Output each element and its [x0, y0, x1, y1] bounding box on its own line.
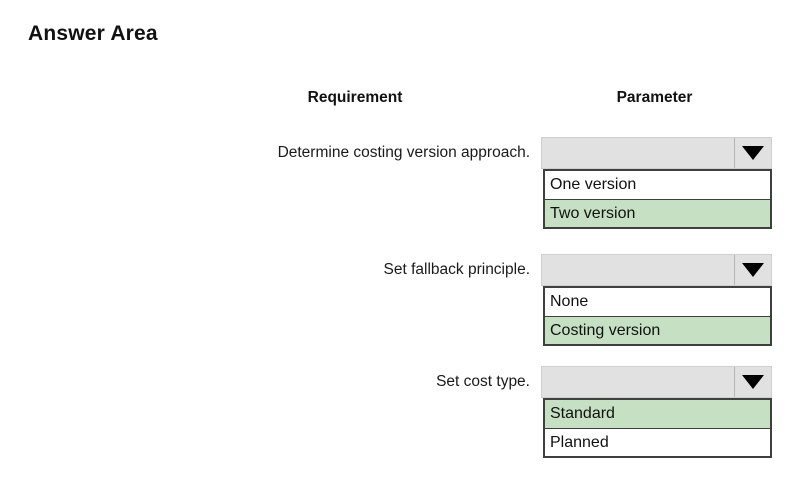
chevron-down-icon	[742, 146, 764, 160]
dropdown-option-selected[interactable]: Standard	[545, 400, 770, 428]
combobox-value	[542, 138, 734, 168]
combobox-toggle-button[interactable]	[734, 367, 771, 397]
combobox-toggle-button[interactable]	[734, 255, 771, 285]
parameter-combobox[interactable]	[541, 137, 772, 169]
dropdown-list[interactable]: None Costing version	[543, 286, 772, 346]
parameter-combobox[interactable]	[541, 254, 772, 286]
dropdown-option[interactable]: One version	[545, 171, 770, 199]
combobox-value	[542, 367, 734, 397]
combobox-toggle-button[interactable]	[734, 138, 771, 168]
requirement-label: Set cost type.	[436, 373, 530, 390]
column-header-requirement: Requirement	[307, 89, 403, 106]
dropdown-option[interactable]: None	[545, 288, 770, 316]
parameter-combobox[interactable]	[541, 366, 772, 398]
dropdown-option-selected[interactable]: Two version	[545, 199, 770, 227]
dropdown-list[interactable]: Standard Planned	[543, 398, 772, 458]
combobox-value	[542, 255, 734, 285]
page-title: Answer Area	[28, 22, 158, 45]
requirement-label: Set fallback principle.	[383, 261, 530, 278]
dropdown-list[interactable]: One version Two version	[543, 169, 772, 229]
column-header-parameter: Parameter	[616, 89, 693, 106]
chevron-down-icon	[742, 375, 764, 389]
dropdown-option-selected[interactable]: Costing version	[545, 316, 770, 344]
requirement-label: Determine costing version approach.	[277, 144, 530, 161]
chevron-down-icon	[742, 263, 764, 277]
dropdown-option[interactable]: Planned	[545, 428, 770, 456]
